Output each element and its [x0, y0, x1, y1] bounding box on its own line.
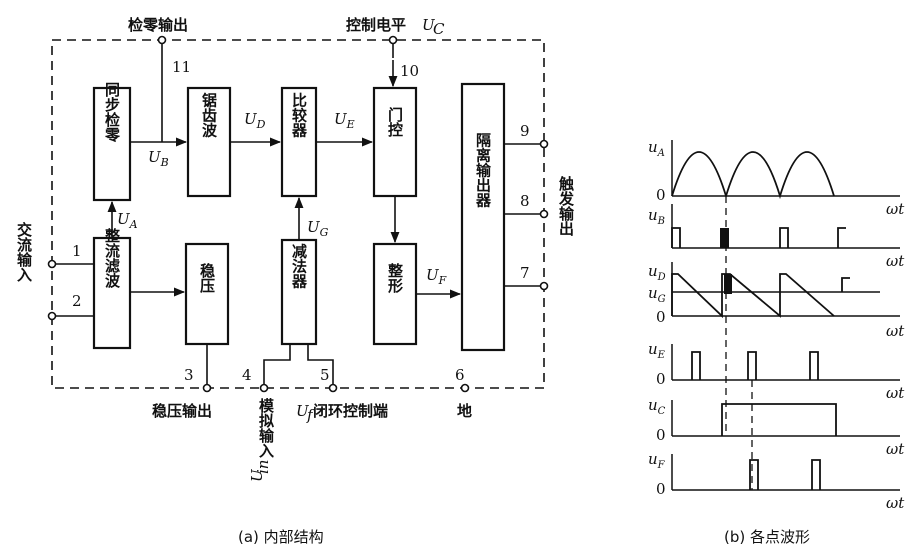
- svg-text:in: in: [254, 460, 272, 474]
- pin-10-terminal: [388, 35, 398, 45]
- block-rectifier-filter: 整流滤波: [92, 227, 132, 350]
- pin-5-number: 5: [320, 366, 330, 384]
- block-regulator: 稳压: [184, 242, 230, 346]
- closed-loop-label: U f 闭环控制端: [296, 402, 388, 424]
- shaper-label: 整形: [386, 262, 404, 294]
- svg-text:U: U: [422, 16, 436, 34]
- svg-text:0: 0: [656, 186, 666, 204]
- svg-text:ωt: ωt: [886, 200, 905, 218]
- pin-10-number: 10: [400, 62, 419, 80]
- svg-text:ωt: ωt: [886, 252, 905, 270]
- trace-ub: uB: [648, 204, 900, 249]
- trace-uc: uC 0: [648, 396, 900, 444]
- trace-uf: uF 0: [648, 450, 900, 498]
- pin-7-number: 7: [520, 264, 530, 282]
- pin-2-terminal: [47, 311, 57, 321]
- block-sync-zero: 同步检零: [92, 82, 132, 202]
- signal-ue: UE: [334, 110, 355, 131]
- wire-pin4: [263, 344, 291, 388]
- svg-text:uE: uE: [648, 340, 666, 361]
- pin-7-terminal: [539, 281, 549, 291]
- svg-text:ωt: ωt: [886, 440, 905, 458]
- caption-waveforms: (b) 各点波形: [724, 528, 810, 546]
- svg-text:uB: uB: [648, 206, 665, 227]
- waveforms: uA 0 uB uD uG 0: [648, 138, 905, 512]
- svg-text:uD: uD: [648, 262, 666, 283]
- block-gate: 门控: [372, 86, 418, 198]
- pin-1-terminal: [47, 259, 57, 269]
- svg-text:0: 0: [656, 480, 666, 498]
- pin-11-terminal: [157, 35, 167, 45]
- signal-ud: UD: [244, 110, 266, 131]
- pin-2-number: 2: [72, 292, 82, 310]
- signal-ua: UA: [117, 210, 138, 231]
- pin-1-number: 1: [72, 242, 82, 260]
- gate-label: 门控: [386, 106, 404, 138]
- ac-input-label: 交流输入: [15, 221, 33, 282]
- isolated-output-label: 隔离输出器: [474, 133, 492, 209]
- control-level-label: 控制电平 U C: [346, 16, 445, 38]
- wire-pin5: [307, 344, 334, 388]
- pin-6-terminal: [460, 383, 470, 393]
- svg-text:模拟输入: 模拟输入: [257, 397, 275, 458]
- trace-ud-ug: uD uG 0: [648, 262, 900, 326]
- pin-6-number: 6: [455, 366, 465, 384]
- block-isolated-output: 隔离输出器: [460, 82, 506, 352]
- sawtooth-label: 锯齿波: [200, 92, 218, 139]
- pin-11-number: 11: [172, 58, 191, 76]
- pin-8-number: 8: [520, 192, 530, 210]
- svg-text:uA: uA: [648, 138, 665, 159]
- svg-text:ωt: ωt: [886, 322, 905, 340]
- regulator-label: 稳压: [198, 262, 216, 294]
- rectifier-filter-label: 整流滤波: [103, 227, 121, 289]
- block-sawtooth: 锯齿波: [186, 86, 232, 198]
- trace-ua: uA 0: [648, 138, 900, 204]
- analog-input-label: 模拟输入 U in: [248, 397, 275, 482]
- signal-ub: UB: [148, 148, 169, 169]
- caption-internal-structure: (a) 内部结构: [238, 528, 324, 546]
- svg-text:ωt: ωt: [886, 494, 905, 512]
- pin-3-number: 3: [184, 366, 194, 384]
- signal-uf: UF: [426, 266, 447, 287]
- block-comparator: 比较器: [280, 86, 318, 198]
- comparator-label: 比较器: [290, 92, 308, 139]
- svg-text:控制电平: 控制电平: [346, 16, 406, 34]
- subtractor-label: 减法器: [290, 243, 308, 290]
- pin-9-terminal: [539, 139, 549, 149]
- pin-9-number: 9: [520, 122, 530, 140]
- zero-detect-output-label: 检零输出: [128, 16, 188, 34]
- regulated-output-label: 稳压输出: [152, 402, 212, 420]
- svg-text:uG: uG: [648, 284, 666, 305]
- trace-ue: uE 0: [648, 340, 900, 388]
- pin-3-terminal: [202, 383, 212, 393]
- ground-label: 地: [457, 402, 472, 420]
- signal-ug: UG: [307, 218, 329, 239]
- pin-8-terminal: [539, 209, 549, 219]
- svg-text:uF: uF: [648, 450, 666, 471]
- trigger-output-label: 触发输出: [557, 175, 575, 237]
- svg-text:ωt: ωt: [886, 384, 905, 402]
- pin-4-number: 4: [242, 366, 252, 384]
- svg-text:0: 0: [656, 370, 666, 388]
- sync-zero-label: 同步检零: [103, 82, 121, 143]
- pin-5-terminal: [328, 383, 338, 393]
- svg-text:U: U: [296, 402, 310, 420]
- pin-4-terminal: [259, 383, 269, 393]
- block-subtractor: 减法器: [280, 238, 318, 346]
- svg-text:f: f: [306, 406, 315, 424]
- svg-text:C: C: [433, 20, 445, 38]
- svg-text:闭环控制端: 闭环控制端: [313, 402, 388, 420]
- block-shaper: 整形: [372, 242, 418, 346]
- svg-text:0: 0: [656, 308, 666, 326]
- svg-text:U: U: [248, 468, 266, 482]
- svg-text:0: 0: [656, 426, 666, 444]
- svg-text:uC: uC: [648, 396, 666, 417]
